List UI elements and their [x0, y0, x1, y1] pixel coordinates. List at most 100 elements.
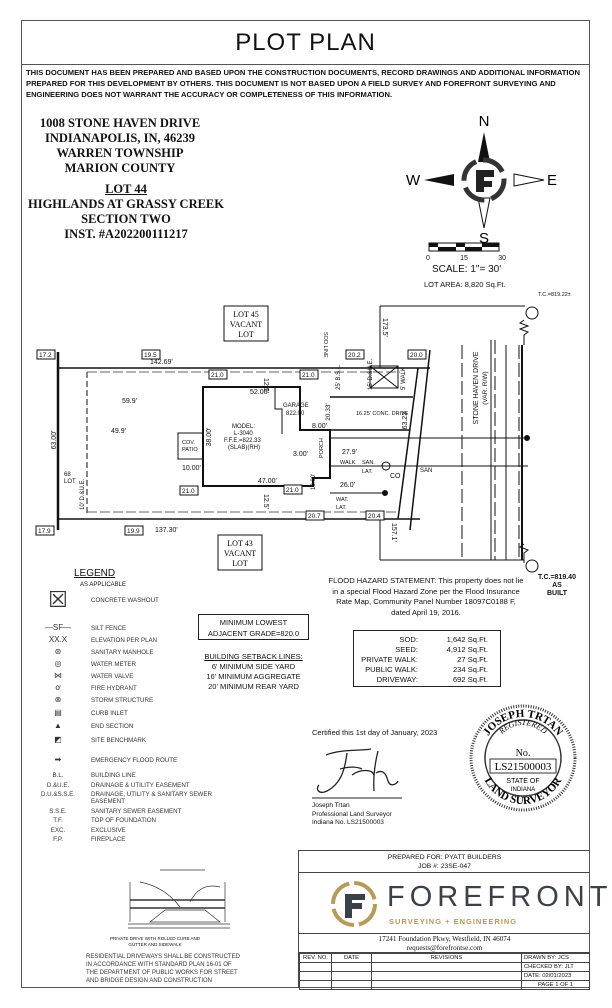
company-address: 17241 Foundation Pkwy, Westfield, IN 460…: [299, 934, 590, 953]
co-label: CO: [390, 473, 401, 480]
scale-tick: 0: [426, 255, 430, 262]
legend-symbol-icon: ▲: [54, 721, 62, 730]
page-number: PAGE 1 OF 1: [521, 980, 590, 990]
abbr-key: B.L.: [52, 772, 64, 779]
lot45-label: LOT: [238, 330, 254, 339]
lot43-label: LOT 43: [227, 539, 252, 548]
note-line: RESIDENTIAL DRIVEWAYS SHALL BE CONSTRUCT…: [86, 954, 240, 960]
page-title: PLOT PLAN: [21, 20, 590, 65]
quantity-row: SOD: 1,642 Sq.Ft.: [354, 635, 500, 645]
checked-by: CHECKED BY: JLT: [521, 962, 590, 972]
min-grade-line: ADJACENT GRADE=820.0: [207, 629, 300, 638]
note-line: IN ACCORDANCE WITH STANDARD PLAN 16-01 O…: [86, 962, 232, 968]
model-label: (SLAB)(RH): [228, 445, 260, 451]
seal-state-name: INDIANA: [511, 787, 535, 793]
san-lat-label: SAN.: [362, 460, 375, 466]
driveway-note: RESIDENTIAL DRIVEWAYS SHALL BE CONSTRUCT…: [86, 953, 240, 985]
walk-label: WALK: [340, 460, 356, 466]
abbr-value: EXCLUSIVE: [91, 826, 126, 834]
quantity-label: PUBLIC WALK:: [365, 665, 418, 674]
caption-line: GUTTER AND SIDEWALK: [128, 941, 182, 947]
signer-title: Professional Land Surveyor: [312, 810, 392, 818]
seal-no: No.: [516, 748, 531, 759]
legend-symbol-icon: ➡: [54, 755, 62, 764]
model-label: MODEL:: [232, 424, 255, 430]
quantity-value: 1,642 Sq.Ft.: [446, 635, 488, 644]
abbr-value: SANITARY SEWER EASEMENT: [91, 807, 182, 815]
dim: 12.5': [262, 494, 269, 509]
legend-symbol-icon: ☒: [48, 587, 68, 612]
quantity-label: DRIVEWAY:: [376, 675, 418, 684]
elevation-tag: 21.0: [286, 487, 299, 494]
patio-label: COV.: [182, 440, 195, 446]
quantity-row: SEED:4,912 Sq.Ft.: [354, 645, 500, 655]
site-plan-drawing: 142.69' 137.30' 59.9' 49.9' 52.00' 47.00…: [35, 292, 571, 573]
legend-symbol-icon: ▤: [54, 708, 62, 717]
tc-bottom: T.C.=819.40: [538, 574, 576, 581]
lot-info: LOT 44 HIGHLANDS AT GRASSY CREEK SECTION…: [26, 182, 226, 242]
scale-tick: 15: [460, 255, 468, 262]
legend-label: SILT FENCE: [91, 625, 127, 632]
dim: 27.9': [342, 449, 357, 456]
scale-ticks: 0 15 30: [426, 255, 506, 262]
san-label: SAN: [420, 468, 432, 474]
dim-front: 137.30': [155, 527, 178, 534]
address-line: WARREN TOWNSHIP: [56, 146, 184, 160]
abbr-key: EXC.: [50, 826, 66, 834]
tc-top: T.C.=819.22±: [538, 292, 571, 298]
setback-lines: BUILDING SETBACK LINES: 6' MINIMUM SIDE …: [198, 652, 309, 692]
title-block: PREPARED FOR: PYATT BUILDERS JOB #: 23SE…: [298, 850, 607, 990]
sheet-date: DATE: 02/01/2023: [521, 971, 590, 981]
street-row: (VAR. R/W): [482, 371, 489, 404]
certification: Certified this 1st day of January, 2023: [312, 728, 438, 737]
dim: 38.00': [206, 428, 213, 447]
tc-note: BUILT: [546, 590, 568, 597]
lot45-label: VACANT: [230, 320, 262, 329]
bsl-label: 25' B.S.L.: [336, 364, 342, 390]
porch-label: PORCH: [319, 438, 325, 458]
abbr-value: TOP OF FOUNDATION: [91, 817, 156, 824]
abbr-value: DRAINAGE, UTILITY & SANITARY SEWER EASEM…: [91, 791, 212, 805]
setback-line: 20' MINIMUM REAR YARD: [208, 682, 299, 691]
elevation-tag: 19.9: [127, 528, 140, 535]
due-label: 15' D.&U.E.: [368, 359, 374, 390]
garage-elev: 822.00: [286, 411, 305, 417]
walk-label: 5' WALK: [401, 367, 407, 390]
company-name: FOREFRONT: [387, 881, 612, 913]
prepared-for-text: PREPARED FOR: PYATT BUILDERS: [387, 854, 502, 861]
setback-line: 16' MINIMUM AGGREGATE: [206, 672, 301, 681]
scale-tick: 30: [498, 255, 506, 262]
elevation-tag: 20.7: [308, 513, 321, 520]
col-revisions: REVISIONS: [371, 953, 522, 963]
dim: 49.9': [111, 428, 126, 435]
legend-label: FIRE HYDRANT: [91, 685, 137, 692]
legend-label: WATER VALVE: [91, 673, 134, 680]
scale-bar: [428, 242, 500, 252]
dim: 26.0': [340, 482, 355, 489]
legend-symbol-icon: —SF—: [44, 623, 72, 632]
col-rev-no: REV. NO.: [299, 953, 332, 963]
san-lat-label: LAT.: [362, 469, 373, 475]
dim-west: 63.00': [51, 431, 58, 450]
legend-label: STORM STRUCTURE: [91, 697, 154, 704]
elevation-tag: 21.0: [211, 372, 224, 379]
job-number: JOB #: 23SE-047: [418, 863, 471, 870]
caption-line: PRIVATE DRIVE WITH ROLLED CURB AND: [109, 936, 201, 941]
col-date: DATE: [331, 953, 372, 963]
note-line: THE DEPARTMENT OF PUBLIC WORKS FOR STREE…: [86, 970, 238, 976]
due-label: 10' D.&U.E.: [80, 479, 86, 510]
elevation-tag: 21.0: [182, 488, 195, 495]
legend-symbol-icon: ⋈: [54, 671, 62, 680]
minimum-grade-box: MINIMUM LOWEST ADJACENT GRADE=820.0: [198, 614, 309, 640]
abbr-value: BUILDING LINE: [91, 772, 136, 779]
seal-state: STATE OF: [506, 778, 539, 785]
quantity-label: SEED:: [395, 645, 418, 654]
legend-symbol-icon: ◎: [54, 659, 62, 668]
lot45-label: LOT 45: [233, 310, 258, 319]
lot68-label: 68: [64, 472, 71, 478]
seal-number: LS21500003: [495, 761, 552, 773]
wat-lat-label: WAT.: [336, 497, 349, 503]
quantity-label: SOD:: [399, 635, 418, 644]
legend-label: WATER METER: [91, 661, 137, 668]
legend-label: SANITARY MANHOLE: [91, 649, 154, 656]
